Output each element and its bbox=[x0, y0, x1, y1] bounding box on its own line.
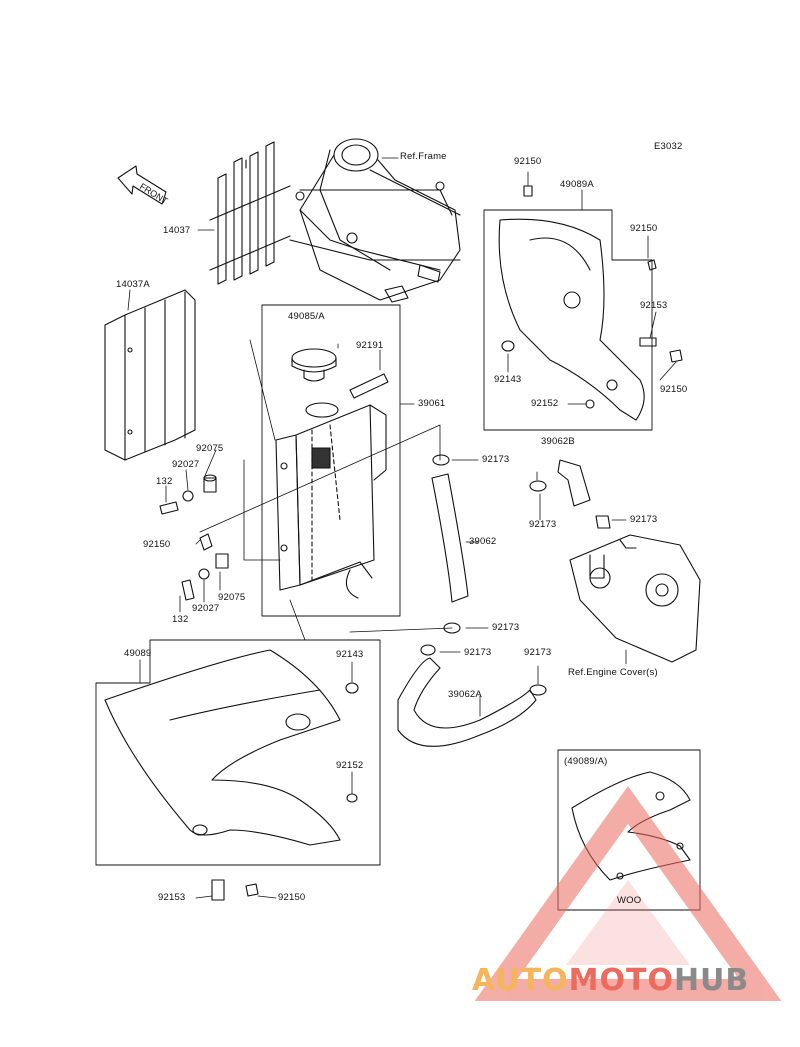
ref-frame-label: Ref.Frame bbox=[400, 151, 447, 162]
part-label-92150-left: 92150 bbox=[143, 539, 171, 550]
part-label-92027-top: 92027 bbox=[172, 459, 200, 470]
radiator-cap-icon bbox=[291, 348, 337, 382]
diagram-code: E3032 bbox=[654, 141, 683, 152]
shroud-49089 bbox=[95, 639, 381, 901]
part-label-14037: 14037 bbox=[163, 225, 191, 236]
fasteners-left bbox=[159, 474, 229, 601]
part-label-92153-bottom: 92153 bbox=[158, 892, 186, 903]
inset-title-label: (49089/A) bbox=[564, 756, 608, 767]
radiator-box bbox=[261, 304, 401, 617]
part-label-92150-top: 92150 bbox=[514, 156, 542, 167]
shroud-49089a bbox=[483, 185, 683, 431]
part-label-14037a: 14037A bbox=[116, 279, 150, 290]
part-label-49089: 49089 bbox=[124, 648, 152, 659]
frame-section bbox=[289, 138, 461, 303]
part-label-92150-right2: 92150 bbox=[660, 384, 688, 395]
coolant-hose-39062b bbox=[529, 459, 611, 529]
part-label-92152-right: 92152 bbox=[531, 398, 559, 409]
radiator-core bbox=[275, 402, 387, 599]
overflow-hose-icon bbox=[349, 373, 389, 399]
part-label-92173-upper: 92173 bbox=[482, 454, 510, 465]
part-label-92075-top: 92075 bbox=[196, 443, 224, 454]
part-label-49089a: 49089A bbox=[560, 179, 594, 190]
part-label-39062: 39062 bbox=[469, 536, 497, 547]
part-label-92173-b-left: 92173 bbox=[529, 519, 557, 530]
inset-tag-label: WOO bbox=[617, 895, 642, 906]
part-label-92143-right: 92143 bbox=[494, 374, 522, 385]
part-label-92191: 92191 bbox=[356, 340, 384, 351]
radiator-guard-grille bbox=[209, 141, 291, 285]
watermark-part-auto: AUTO bbox=[472, 963, 569, 998]
part-label-39062a: 39062A bbox=[448, 689, 482, 700]
part-label-92027-bottom: 92027 bbox=[192, 603, 220, 614]
part-label-92150-bottom: 92150 bbox=[278, 892, 306, 903]
ref-engine-cover-label: Ref.Engine Cover(s) bbox=[568, 667, 658, 678]
part-label-92173-b-right: 92173 bbox=[630, 514, 658, 525]
coolant-hose-39062a bbox=[397, 622, 547, 747]
part-label-92143-left: 92143 bbox=[336, 649, 364, 660]
engine-cover bbox=[569, 534, 701, 663]
part-label-92173-mid2: 92173 bbox=[464, 647, 492, 658]
watermark-triangle-icon bbox=[474, 786, 782, 1001]
part-label-132-bottom: 132 bbox=[172, 614, 189, 625]
part-label-92150-right1: 92150 bbox=[630, 223, 658, 234]
part-label-39062b: 39062B bbox=[541, 436, 575, 447]
part-label-92075-bottom: 92075 bbox=[218, 592, 246, 603]
part-label-92152-left: 92152 bbox=[336, 760, 364, 771]
radiator-guard-side bbox=[104, 289, 196, 461]
part-label-92173-mid: 92173 bbox=[492, 622, 520, 633]
watermark-part-moto: MOTO bbox=[568, 963, 674, 998]
watermark-part-hub: HUB bbox=[673, 963, 750, 998]
leader-lines bbox=[127, 157, 677, 899]
part-label-92173-right: 92173 bbox=[524, 647, 552, 658]
coolant-hose-39062 bbox=[431, 454, 469, 603]
front-arrow-icon: FRONT bbox=[117, 165, 170, 206]
part-label-92153-right: 92153 bbox=[640, 300, 668, 311]
part-label-132-top: 132 bbox=[156, 476, 173, 487]
watermark-logo: AUTOMOTOHUB bbox=[472, 966, 749, 996]
part-label-39061: 39061 bbox=[418, 398, 446, 409]
part-label-49085a: 49085/A bbox=[288, 311, 325, 322]
